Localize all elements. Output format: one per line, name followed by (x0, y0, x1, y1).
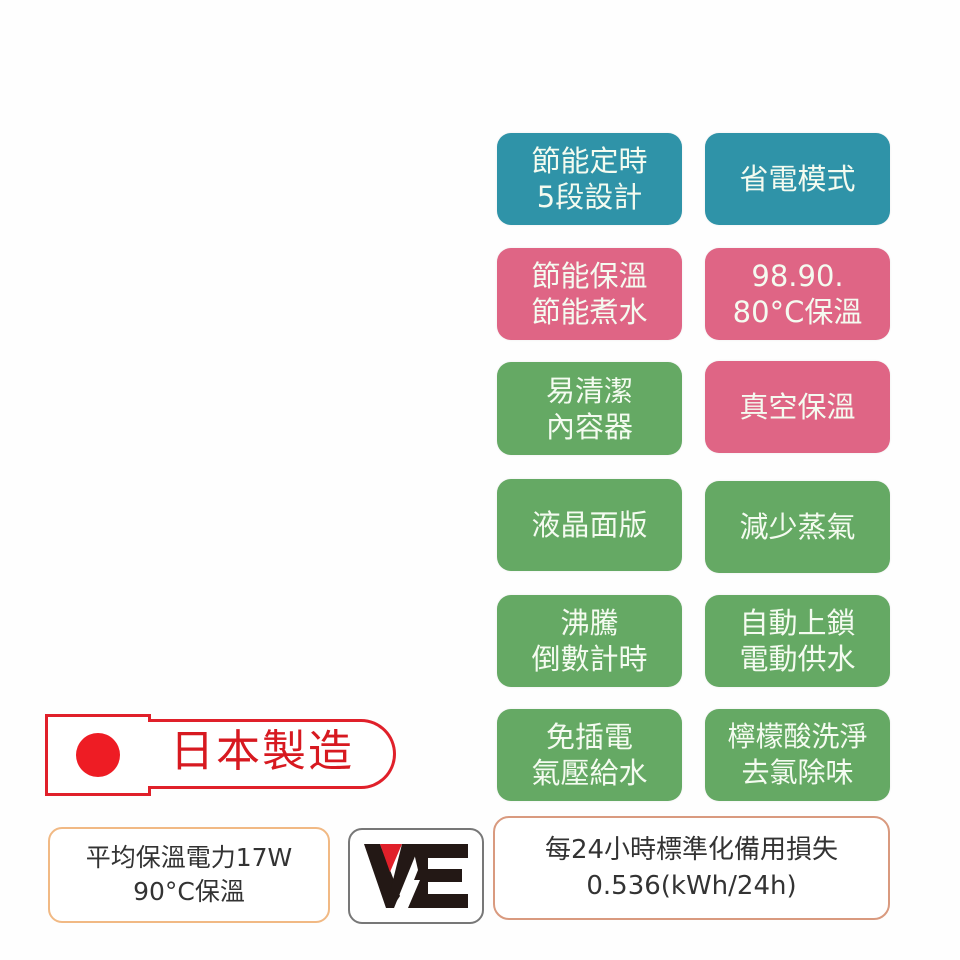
standby-power-line: 90°C保溫 (133, 877, 245, 906)
standby-power-line: 平均保溫電力17W (85, 843, 293, 872)
feature-line: 減少蒸氣 (739, 510, 856, 544)
feature-line: 免插電 (545, 720, 633, 754)
feature-line: 氣壓給水 (531, 756, 648, 790)
feature-tile-easy-clean: 易清潔 內容器 (497, 362, 682, 455)
feature-line: 去氯除味 (741, 756, 854, 789)
feature-tile-citric-clean: 檸檬酸洗淨 去氯除味 (705, 709, 890, 801)
feature-tile-energy-saving: 節能保溫 節能煮水 (497, 248, 682, 340)
feature-tile-less-steam: 減少蒸氣 (705, 481, 890, 573)
made-in-japan-label: 日本製造 (170, 726, 354, 777)
feature-line: 電動供水 (739, 642, 856, 676)
feature-line: 易清潔 (545, 373, 633, 408)
feature-line: 自動上鎖 (739, 606, 856, 640)
japan-flag-icon (45, 714, 151, 796)
standby-power-box: 平均保溫電力17W 90°C保溫 (48, 827, 330, 923)
feature-tile-boil-countdown: 沸騰 倒數計時 (497, 595, 682, 687)
feature-tile-lcd: 液晶面版 (497, 479, 682, 571)
feature-line: 內容器 (545, 409, 633, 444)
feature-tile-power-saving: 省電模式 (705, 133, 890, 225)
feature-tile-air-pump: 免插電 氣壓給水 (497, 709, 682, 801)
feature-line: 檸檬酸洗淨 (727, 720, 868, 753)
feature-line: 真空保溫 (739, 390, 856, 424)
feature-line: 省電模式 (739, 162, 856, 196)
feature-tile-temperature: 98.90. 80°C保溫 (705, 248, 890, 340)
feature-line: 80°C保溫 (732, 295, 863, 329)
feature-line: 液晶面版 (531, 508, 648, 542)
feature-line: 沸騰 (560, 606, 619, 640)
feature-tile-vacuum: 真空保溫 (705, 361, 890, 453)
standby-loss-line: 每24小時標準化備用損失 (544, 835, 839, 865)
feature-line: 98.90. (751, 259, 844, 293)
feature-line: 節能定時 (531, 144, 648, 178)
feature-tile-timer: 節能定時 5段設計 (497, 133, 682, 225)
made-in-japan-label-frame (148, 719, 396, 789)
ve-logo-graphic (364, 844, 468, 908)
flag-sun-icon (76, 733, 120, 777)
feature-line: 節能煮水 (531, 295, 648, 329)
standby-loss-box: 每24小時標準化備用損失 0.536(kWh/24h) (493, 816, 890, 920)
feature-line: 倒數計時 (531, 642, 648, 676)
feature-line: 5段設計 (536, 180, 643, 214)
standby-loss-line: 0.536(kWh/24h) (586, 871, 797, 901)
ve-logo-icon (348, 828, 484, 924)
made-in-japan-badge: 日本製造 (45, 714, 400, 796)
feature-tile-auto-lock: 自動上鎖 電動供水 (705, 595, 890, 687)
feature-line: 節能保溫 (531, 259, 648, 293)
